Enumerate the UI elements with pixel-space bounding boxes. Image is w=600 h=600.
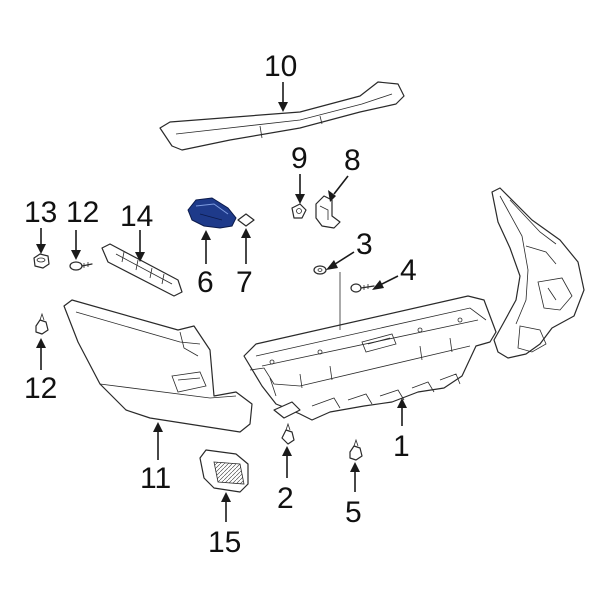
callout-6: 6 bbox=[197, 266, 214, 299]
callout-15: 15 bbox=[208, 526, 241, 559]
bumper-end-part-11[interactable] bbox=[63, 299, 253, 433]
nut-part-13[interactable] bbox=[33, 253, 50, 269]
callout-12-lower: 12 bbox=[24, 372, 57, 405]
bracket-part-8[interactable] bbox=[315, 195, 341, 229]
bolt-part-12-lower[interactable] bbox=[35, 312, 49, 335]
callout-2: 2 bbox=[277, 482, 294, 515]
callout-12-upper: 12 bbox=[66, 196, 99, 229]
clip-part-9[interactable] bbox=[291, 203, 307, 219]
callout-numbers: 10 9 8 13 12 14 6 7 3 4 12 11 1 2 5 15 bbox=[24, 50, 417, 559]
callout-7: 7 bbox=[236, 266, 253, 299]
bumper-reinforcement-part[interactable] bbox=[159, 81, 405, 151]
callout-3: 3 bbox=[356, 228, 373, 261]
callout-11: 11 bbox=[140, 462, 171, 495]
bumper-cover-part-1[interactable] bbox=[243, 295, 497, 421]
quarter-panel bbox=[491, 187, 585, 359]
callout-14: 14 bbox=[120, 200, 153, 233]
spacer-part-7[interactable] bbox=[237, 213, 255, 227]
callout-1: 1 bbox=[393, 430, 410, 463]
clip-part-5[interactable] bbox=[349, 438, 363, 461]
highlighted-bracket-part-6[interactable] bbox=[187, 197, 237, 229]
callout-leaders bbox=[36, 82, 407, 522]
bolt-part-12-upper[interactable] bbox=[69, 261, 93, 271]
callout-10: 10 bbox=[264, 50, 297, 83]
callout-13: 13 bbox=[24, 196, 57, 229]
callout-8: 8 bbox=[344, 144, 361, 177]
bolt-part-4[interactable] bbox=[350, 283, 375, 293]
reflector-part-15[interactable] bbox=[199, 449, 249, 493]
callout-9: 9 bbox=[291, 142, 308, 175]
retainer-part-14[interactable] bbox=[101, 243, 183, 297]
callout-4: 4 bbox=[400, 254, 417, 287]
callout-5: 5 bbox=[345, 496, 362, 529]
washer-part-3[interactable] bbox=[313, 265, 327, 275]
clip-part-2[interactable] bbox=[281, 422, 295, 445]
